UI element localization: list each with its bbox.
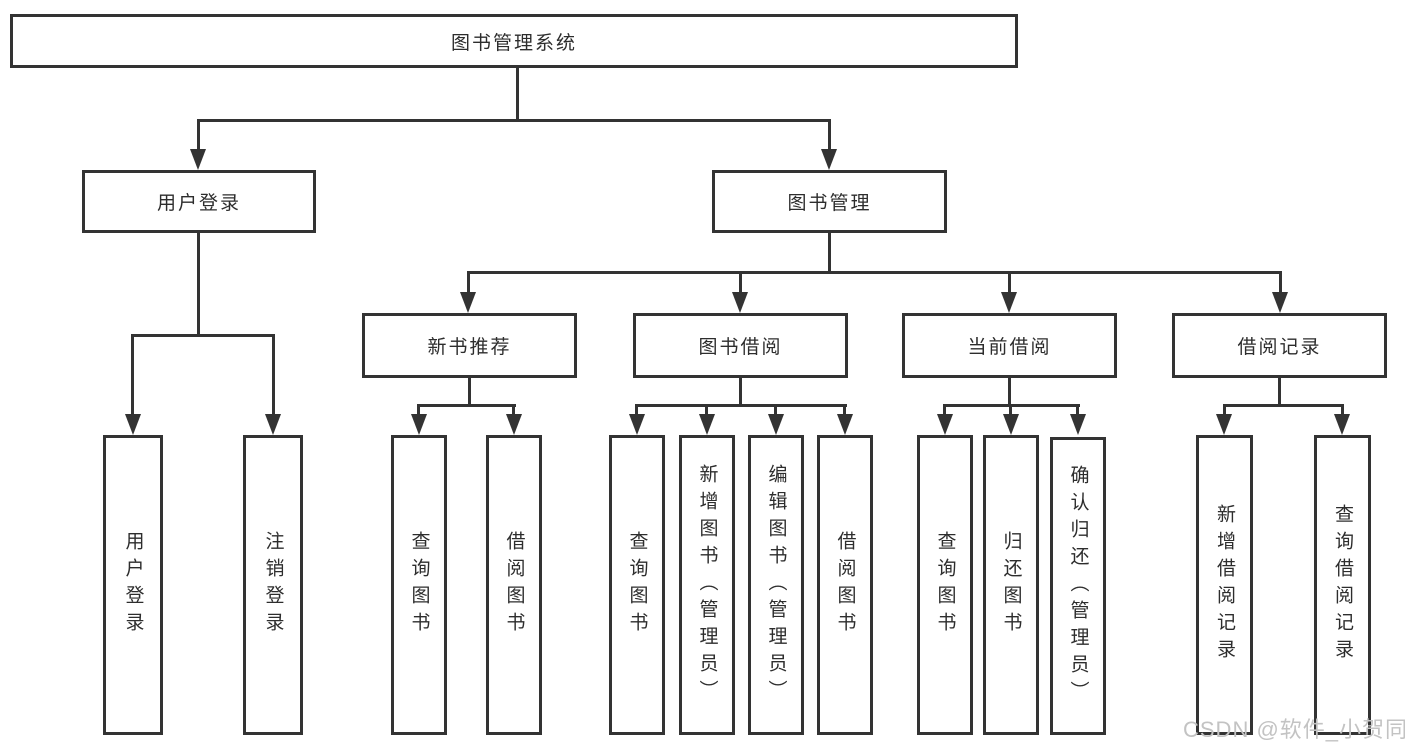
- arrow-down-icon: [1216, 414, 1232, 435]
- leaf-borrow-add-books-admin-label: 新增图书（管理员）: [696, 463, 718, 707]
- leaf-current-confirm-return-admin-label: 确认归还（管理员）: [1067, 464, 1089, 708]
- connector-leaf-line: [843, 404, 846, 416]
- node-root-system: 图书管理系统: [10, 14, 1018, 68]
- connector-leaf-line: [943, 404, 946, 416]
- leaf-borrow-edit-books-admin: 编辑图书（管理员）: [748, 435, 804, 735]
- connector-to-borrow-records: [1279, 271, 1282, 293]
- leaf-user-login-label: 用户登录: [122, 531, 144, 639]
- watermark: CSDN @软件_小贺同学: [1183, 717, 1405, 742]
- leaf-record-add-borrow-record-label: 新增借阅记录: [1214, 504, 1235, 666]
- connector-leaf-line: [774, 404, 777, 416]
- connector-new-book-stub: [468, 378, 471, 406]
- connector-book-borrow-stub: [739, 378, 742, 406]
- arrow-down-icon: [460, 292, 476, 313]
- connector-user-login-stub: [197, 233, 200, 336]
- node-borrow-records-label: 借阅记录: [1237, 337, 1322, 358]
- node-book-borrow-label: 图书借阅: [698, 337, 783, 358]
- leaf-current-return-books: 归还图书: [983, 435, 1039, 735]
- node-new-book-recommend: 新书推荐: [362, 313, 577, 378]
- node-root-system-label: 图书管理系统: [450, 32, 577, 54]
- leaf-record-query-borrow-record: 查询借阅记录: [1314, 435, 1371, 735]
- leaf-borrow-edit-books-admin-label: 编辑图书（管理员）: [765, 463, 787, 707]
- node-book-management: 图书管理: [712, 170, 947, 233]
- connector-root-stub: [516, 68, 519, 121]
- connector-to-new-book: [467, 271, 470, 293]
- connector-book-management-stub: [828, 233, 831, 274]
- node-user-login-label: 用户登录: [156, 193, 241, 214]
- arrow-down-icon: [1070, 414, 1086, 435]
- connector-leaf-line: [705, 404, 708, 416]
- node-book-borrow: 图书借阅: [633, 313, 848, 378]
- arrow-down-icon: [699, 414, 715, 435]
- connector-level3-rail: [467, 271, 1282, 274]
- arrow-down-icon: [1334, 414, 1350, 435]
- connector-to-book-borrow: [739, 271, 742, 293]
- leaf-borrow-query-books: 查询图书: [609, 435, 665, 735]
- connector-leaf-line: [1009, 404, 1012, 416]
- arrow-down-icon: [1003, 414, 1019, 435]
- leaf-newbook-query-books: 查询图书: [391, 435, 447, 735]
- node-borrow-records: 借阅记录: [1172, 313, 1387, 378]
- connector-to-leaf-logout: [272, 334, 275, 416]
- connector-leaf-line: [635, 404, 638, 416]
- leaf-current-return-books-label: 归还图书: [1000, 531, 1022, 639]
- connector-to-book-management: [828, 119, 831, 151]
- leaf-current-confirm-return-admin: 确认归还（管理员）: [1050, 437, 1106, 735]
- arrow-down-icon: [821, 149, 837, 170]
- node-current-borrow-label: 当前借阅: [967, 337, 1052, 358]
- connector-leaf-line: [1223, 404, 1226, 416]
- connector-borrow-records-rail: [1223, 404, 1344, 407]
- arrow-down-icon: [506, 414, 522, 435]
- connector-leaf-line: [512, 404, 515, 416]
- node-new-book-recommend-label: 新书推荐: [427, 337, 512, 358]
- connector-level1-rail: [197, 119, 831, 122]
- arrow-down-icon: [629, 414, 645, 435]
- connector-to-current-borrow: [1008, 271, 1011, 293]
- leaf-logout: 注销登录: [243, 435, 303, 735]
- leaf-borrow-borrow-books-label: 借阅图书: [834, 531, 856, 639]
- arrow-down-icon: [768, 414, 784, 435]
- connector-borrow-records-stub: [1278, 378, 1281, 406]
- arrow-down-icon: [837, 414, 853, 435]
- connector-leaf-line: [1076, 404, 1079, 416]
- arrow-down-icon: [265, 414, 281, 435]
- leaf-borrow-query-books-label: 查询图书: [626, 531, 648, 639]
- node-user-login: 用户登录: [82, 170, 316, 233]
- connector-to-user-login: [197, 119, 200, 151]
- connector-to-leaf-login: [131, 334, 134, 416]
- leaf-newbook-query-books-label: 查询图书: [408, 531, 430, 639]
- arrow-down-icon: [1272, 292, 1288, 313]
- leaf-record-add-borrow-record: 新增借阅记录: [1196, 435, 1253, 735]
- leaf-current-query-books: 查询图书: [917, 435, 973, 735]
- leaf-current-query-books-label: 查询图书: [934, 531, 956, 639]
- connector-user-login-rail: [131, 334, 275, 337]
- arrow-down-icon: [125, 414, 141, 435]
- leaf-borrow-add-books-admin: 新增图书（管理员）: [679, 435, 735, 735]
- connector-book-borrow-rail: [635, 404, 847, 407]
- connector-leaf-line: [417, 404, 420, 416]
- leaf-logout-label: 注销登录: [262, 531, 284, 639]
- connector-current-borrow-stub: [1008, 378, 1011, 406]
- leaf-user-login: 用户登录: [103, 435, 163, 735]
- leaf-newbook-borrow-books: 借阅图书: [486, 435, 542, 735]
- leaf-record-query-borrow-record-label: 查询借阅记录: [1332, 504, 1353, 666]
- arrow-down-icon: [937, 414, 953, 435]
- arrow-down-icon: [732, 292, 748, 313]
- connector-leaf-line: [1341, 404, 1344, 416]
- arrow-down-icon: [411, 414, 427, 435]
- arrow-down-icon: [1001, 292, 1017, 313]
- node-current-borrow: 当前借阅: [902, 313, 1117, 378]
- node-book-management-label: 图书管理: [787, 193, 872, 214]
- connector-new-book-rail: [417, 404, 516, 407]
- leaf-newbook-borrow-books-label: 借阅图书: [503, 531, 525, 639]
- arrow-down-icon: [190, 149, 206, 170]
- leaf-borrow-borrow-books: 借阅图书: [817, 435, 873, 735]
